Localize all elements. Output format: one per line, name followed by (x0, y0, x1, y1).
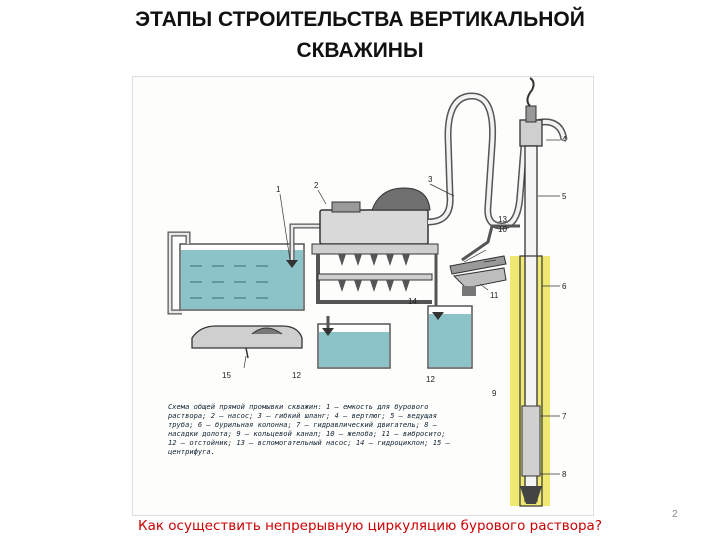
label-11: 11 (490, 291, 499, 300)
label-3: 3 (428, 175, 433, 184)
label-2: 2 (314, 181, 319, 190)
title-line-2: СКВАЖИНЫ (296, 39, 424, 62)
label-5: 5 (562, 192, 567, 201)
settling-tank-left (317, 316, 391, 369)
question-text: Как осуществить непрерывную циркуляцию б… (137, 518, 602, 534)
label-9: 9 (492, 389, 497, 398)
title-line-1: ЭТАПЫ СТРОИТЕЛЬСТВА ВЕРТИКАЛЬНОЙ (135, 8, 585, 31)
slide-title: ЭТАПЫ СТРОИТЕЛЬСТВА ВЕРТИКАЛЬНОЙ СКВАЖИН… (0, 4, 720, 66)
caption-line: раствора; 2 — насос; 3 — гибкий шланг; 4… (168, 410, 438, 420)
label-13: 13 (498, 215, 507, 224)
pump (319, 187, 431, 245)
label-15: 15 (222, 371, 231, 380)
diagram-caption: Схема общей прямой промывки скважин: 1 —… (168, 402, 494, 483)
label-1: 1 (276, 185, 281, 194)
caption-line: насадки долота; 9 — кольцевой канал; 10 … (168, 428, 446, 438)
label-6: 6 (562, 282, 567, 291)
label-12-right: 12 (426, 375, 435, 384)
label-14: 14 (408, 297, 417, 306)
label-4: 4 (562, 135, 567, 144)
well-circulation-diagram: 1 2 3 4 5 6 7 8 9 10 11 12 12 13 14 15 (132, 76, 594, 516)
mud-tank (179, 243, 305, 311)
caption-line: 12 — отстойник; 13 — вспомогательный нас… (168, 437, 450, 447)
caption-line: Схема общей прямой промывки скважин: 1 —… (168, 402, 429, 411)
caption-line: центрифуга. (168, 446, 215, 456)
drill-string (519, 145, 543, 507)
centrifuge (191, 325, 303, 359)
label-12-left: 12 (292, 371, 301, 380)
label-7: 7 (562, 412, 567, 421)
settling-tank-right (427, 305, 473, 369)
label-10: 10 (498, 225, 507, 234)
caption-line: труба; 6 — бурильная колонна; 7 — гидрав… (168, 419, 438, 429)
return-line (461, 224, 520, 262)
page-number: 2 (672, 509, 678, 520)
label-8: 8 (562, 470, 567, 479)
